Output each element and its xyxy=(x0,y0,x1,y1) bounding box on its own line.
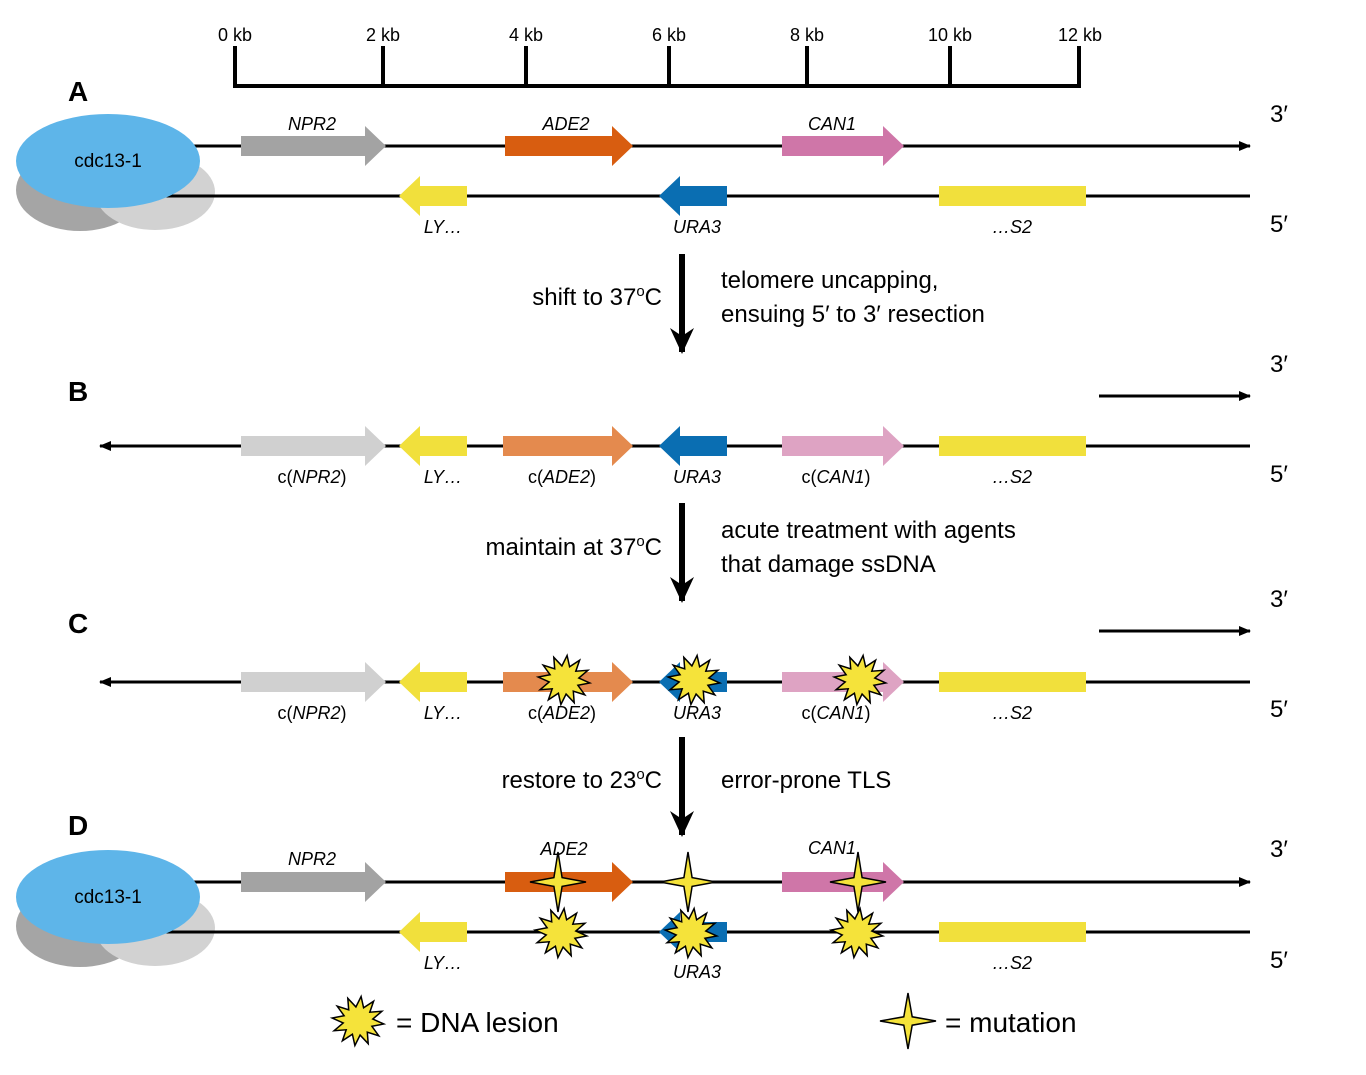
dna-lesion-icon xyxy=(532,906,590,960)
gene-label-ade2-complement: c(ADE2) xyxy=(528,703,596,723)
three-prime-label: 3′ xyxy=(1270,836,1288,863)
gene-label-ura3: URA3 xyxy=(673,962,721,982)
tick-label: 10 kb xyxy=(928,25,972,45)
panel-b: B c(NPR2) LY… c(ADE2) URA3 c(CAN1) …S2 3… xyxy=(68,351,1288,488)
gene-label-ly: LY… xyxy=(424,703,462,723)
protein-label: cdc13-1 xyxy=(74,151,142,172)
gene-label-s2: …S2 xyxy=(992,217,1032,237)
gene-ura3 xyxy=(659,426,727,466)
five-prime-label: 5′ xyxy=(1270,947,1288,974)
gene-npr2 xyxy=(241,126,386,166)
step-note-line2: that damage ssDNA xyxy=(721,551,936,578)
dna-lesion-icon xyxy=(535,653,593,707)
gene-label-ura3: URA3 xyxy=(673,703,721,723)
step-note-line1: telomere uncapping, xyxy=(721,267,938,294)
gene-can1 xyxy=(782,126,904,166)
gene-label-npr2: NPR2 xyxy=(288,114,336,134)
tick-label: 8 kb xyxy=(790,25,824,45)
dna-lesion-icon xyxy=(828,906,886,960)
gene-label-ly: LY… xyxy=(424,467,462,487)
step-condition: restore to 23oC xyxy=(502,766,662,794)
gene-s2 xyxy=(939,436,1086,456)
gene-ly xyxy=(399,176,467,216)
gene-label-ade2: ADE2 xyxy=(541,114,589,134)
protein-cdc13 xyxy=(16,850,200,944)
gene-label-npr2-complement: c(NPR2) xyxy=(277,703,346,723)
kb-scale: 0 kb 2 kb 4 kb 6 kb 8 kb 10 kb 12 kb xyxy=(218,25,1102,88)
step-note-line1: acute treatment with agents xyxy=(721,517,1016,544)
panel-label-c: C xyxy=(68,608,88,639)
legend: = DNA lesion = mutation xyxy=(329,992,1077,1050)
five-prime-label: 5′ xyxy=(1270,211,1288,238)
protein-label: cdc13-1 xyxy=(74,887,142,908)
dna-lesion-icon xyxy=(831,653,889,707)
gene-label-npr2-complement: c(NPR2) xyxy=(277,467,346,487)
three-prime-label: 3′ xyxy=(1270,351,1288,378)
step-condition: shift to 37oC xyxy=(532,283,662,311)
gene-s2 xyxy=(939,922,1086,942)
legend-lesion-label: = DNA lesion xyxy=(396,1007,559,1038)
panel-d: D cdc13-1 NPR2 ADE2 CAN1 LY… URA3 …S2 3′… xyxy=(16,810,1288,982)
step-condition: maintain at 37oC xyxy=(486,533,662,561)
three-prime-label: 3′ xyxy=(1270,101,1288,128)
gene-label-s2: …S2 xyxy=(992,703,1032,723)
panel-c: C c(NPR2) LY… c(ADE2) URA3 c(CAN1) …S2 3… xyxy=(68,586,1288,723)
gene-npr2-complement xyxy=(241,662,386,702)
step-3: restore to 23oC error-prone TLS xyxy=(502,737,891,837)
gene-npr2 xyxy=(241,862,386,902)
tick-label: 2 kb xyxy=(366,25,400,45)
legend-mutation-label: = mutation xyxy=(945,1007,1077,1038)
protein-cdc13 xyxy=(16,114,200,208)
gene-label-can1: CAN1 xyxy=(808,114,856,134)
panel-label-a: A xyxy=(68,76,88,107)
gene-npr2-complement xyxy=(241,426,386,466)
five-prime-label: 5′ xyxy=(1270,461,1288,488)
step-note-line2: ensuing 5′ to 3′ resection xyxy=(721,301,985,328)
gene-label-ade2-complement: c(ADE2) xyxy=(528,467,596,487)
legend-lesion-icon xyxy=(329,994,387,1048)
tick-label: 4 kb xyxy=(509,25,543,45)
legend-mutation-icon xyxy=(879,992,937,1050)
tick-label: 12 kb xyxy=(1058,25,1102,45)
gene-label-can1: CAN1 xyxy=(808,838,856,858)
step-1: shift to 37oC telomere uncapping, ensuin… xyxy=(532,254,985,354)
gene-label-ly: LY… xyxy=(424,953,462,973)
mutation-star-icon xyxy=(829,851,887,913)
three-prime-label: 3′ xyxy=(1270,586,1288,613)
dna-lesion-icon xyxy=(665,653,723,707)
five-prime-label: 5′ xyxy=(1270,696,1288,723)
step-note-line1: error-prone TLS xyxy=(721,767,891,794)
tick-label: 6 kb xyxy=(652,25,686,45)
gene-label-ura3: URA3 xyxy=(673,217,721,237)
gene-label-ly: LY… xyxy=(424,217,462,237)
gene-ura3 xyxy=(659,176,727,216)
gene-can1-complement xyxy=(782,426,904,466)
panel-label-d: D xyxy=(68,810,88,841)
mutation-star-icon xyxy=(659,851,717,913)
panel-a: A cdc13-1 NPR2 ADE2 CAN1 LY… URA3 …S2 3′… xyxy=(16,76,1288,238)
panel-label-b: B xyxy=(68,376,88,407)
gene-label-ura3: URA3 xyxy=(673,467,721,487)
gene-label-can1-complement: c(CAN1) xyxy=(801,703,870,723)
gene-ade2 xyxy=(505,126,633,166)
gene-ly xyxy=(399,912,467,952)
gene-s2 xyxy=(939,672,1086,692)
gene-label-can1-complement: c(CAN1) xyxy=(801,467,870,487)
gene-s2 xyxy=(939,186,1086,206)
gene-label-s2: …S2 xyxy=(992,953,1032,973)
tick-label: 0 kb xyxy=(218,25,252,45)
gene-label-ade2: ADE2 xyxy=(539,839,587,859)
step-2: maintain at 37oC acute treatment with ag… xyxy=(486,503,1016,603)
gene-ly xyxy=(399,426,467,466)
dna-lesion-icon xyxy=(662,906,720,960)
mutation-star-icon xyxy=(529,851,587,913)
gene-label-npr2: NPR2 xyxy=(288,849,336,869)
gene-label-s2: …S2 xyxy=(992,467,1032,487)
gene-ly xyxy=(399,662,467,702)
gene-ade2-complement xyxy=(503,426,633,466)
